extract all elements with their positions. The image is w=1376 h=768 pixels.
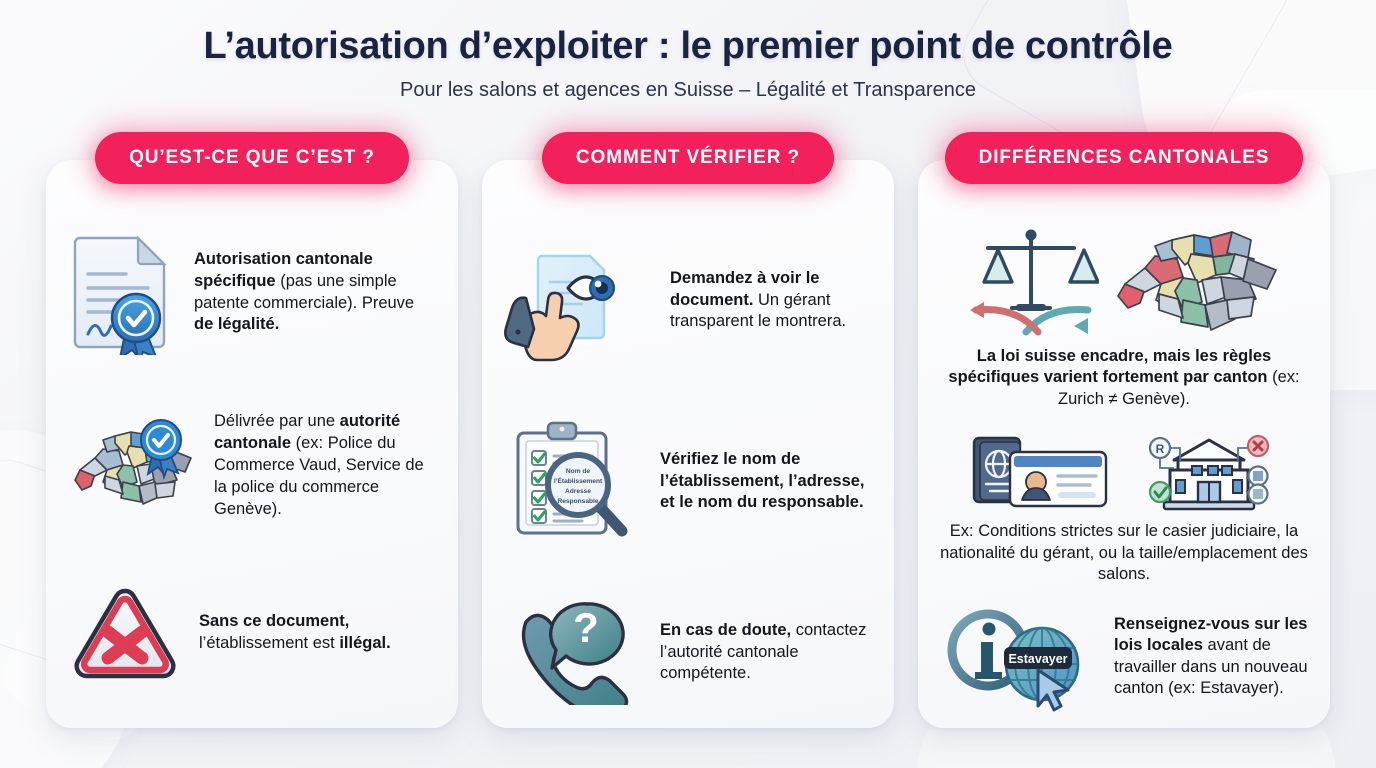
list-item: Estavayer Renseignez-vous sur les lois l… [940, 602, 1308, 712]
list-item-text: Vérifiez le nom de l’établissement, l’ad… [660, 449, 865, 512]
list-item: Nom de l’Établissement Adresse Responsab… [504, 419, 872, 544]
card-1-header: QU’EST-CE QUE C’EST ? [46, 132, 458, 184]
card-3-header: DIFFÉRENCES CANTONALES [918, 132, 1330, 184]
list-item: La loi suisse encadre, mais les règles s… [940, 222, 1308, 410]
scales-arrows-map-icon [940, 222, 1308, 340]
list-item: Délivrée par une autorité cantonale (ex:… [68, 411, 436, 521]
list-item-text: Sans ce document, l’établissement est il… [199, 611, 391, 652]
warning-cross-icon [68, 583, 183, 683]
svg-text:?: ? [573, 604, 599, 651]
card-how-to-verify: COMMENT VÉRIFIER ? [482, 132, 894, 728]
list-item-text: Ex: Conditions strictes sur le casier ju… [940, 522, 1308, 584]
list-item-text: En cas de doute, contactez l’autorité ca… [660, 620, 867, 683]
list-item: Demandez à voir le document. Un gérant t… [504, 238, 872, 363]
list-item-text: Autorisation cantonale spécifique (pas u… [194, 249, 415, 334]
list-item: R Ex: Conditions strictes sur le casier … [940, 430, 1308, 585]
list-item: ? En cas de doute, contactez l’autorité … [504, 600, 872, 705]
list-item: Autorisation cantonale spécifique (pas u… [68, 230, 436, 355]
magnifier-line: Responsable [557, 498, 598, 505]
pill-what-is-it: QU’EST-CE QUE C’EST ? [95, 132, 409, 184]
info-globe-cursor-icon: Estavayer [940, 602, 1100, 712]
card-2-header: COMMENT VÉRIFIER ? [482, 132, 894, 184]
card-grid: QU’EST-CE QUE C’EST ? [46, 132, 1330, 728]
magnifier-line: Nom de [566, 468, 591, 475]
phone-question-icon: ? [504, 600, 644, 705]
passport-id-building-icon: R [940, 430, 1308, 515]
card-what-is-it: QU’EST-CE QUE C’EST ? [46, 132, 458, 728]
list-item-text: Délivrée par une autorité cantonale (ex:… [214, 412, 424, 518]
card-cantonal-differences: DIFFÉRENCES CANTONALES [918, 132, 1330, 728]
pill-how-to-verify: COMMENT VÉRIFIER ? [541, 132, 835, 184]
list-item: Sans ce document, l’établissement est il… [68, 583, 436, 683]
pill-cantonal-differences: DIFFÉRENCES CANTONALES [944, 132, 1304, 184]
list-item-text: Demandez à voir le document. Un gérant t… [670, 268, 847, 331]
magnifier-line: Adresse [565, 488, 591, 495]
magnifier-line: l’Établissement [554, 476, 603, 485]
list-item-text: La loi suisse encadre, mais les règles s… [948, 347, 1300, 408]
clipboard-magnifier-icon: Nom de l’Établissement Adresse Responsab… [504, 419, 644, 544]
page-title: L’autorisation d’exploiter : le premier … [203, 25, 1173, 67]
page-subtitle: Pour les salons et agences en Suisse – L… [400, 79, 976, 102]
svg-text:R: R [1156, 442, 1165, 456]
list-item-text: Renseignez-vous sur les lois locales ava… [1114, 614, 1308, 698]
swiss-map-badge-icon [68, 416, 198, 516]
hand-document-eye-icon [504, 238, 654, 363]
page-header: L’autorisation d’exploiter : le premier … [0, 25, 1376, 102]
globe-label: Estavayer [1008, 652, 1067, 666]
document-seal-icon [68, 230, 178, 355]
